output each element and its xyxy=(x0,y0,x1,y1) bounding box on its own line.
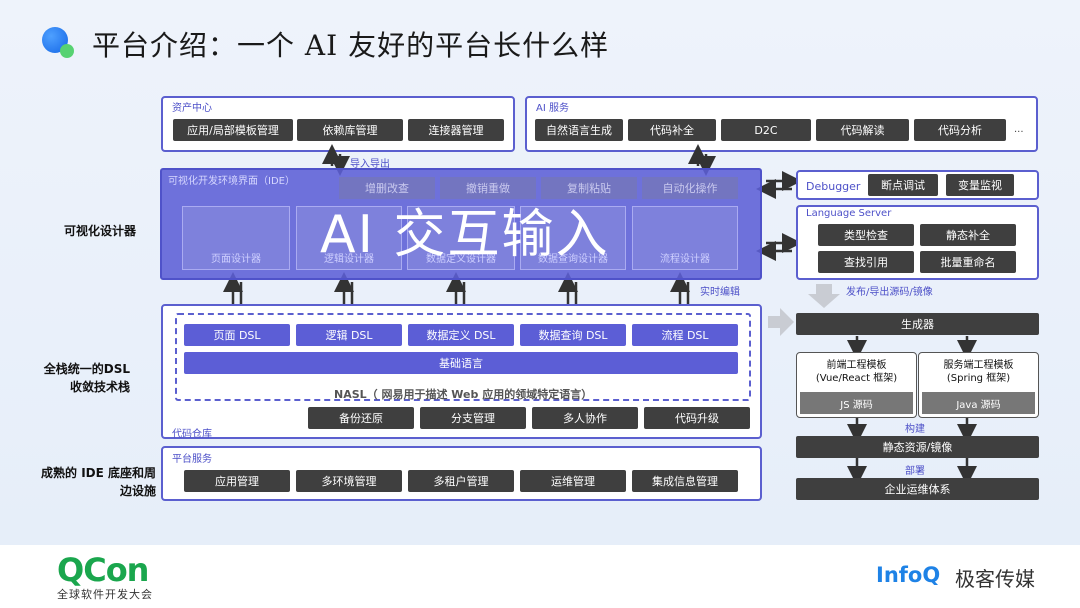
platform-service-label: 平台服务 xyxy=(172,450,212,465)
platform-integration-mgmt: 集成信息管理 xyxy=(632,470,738,492)
side-label-visual-designer: 可视化设计器 xyxy=(40,222,136,240)
side-label-dsl-1: 全栈统一的DSL xyxy=(30,360,130,378)
page-title: 平台介绍：一个 AI 友好的平台长什么样 xyxy=(92,24,609,64)
ls-type-check: 类型检查 xyxy=(818,224,914,246)
ai-item-more: ... xyxy=(1014,124,1024,135)
nasl-note: NASL（ 网易用于描述 Web 应用的领域特定语言） xyxy=(334,386,592,402)
deploy-label: 部署 xyxy=(905,462,925,477)
asset-item-connector: 连接器管理 xyxy=(408,119,504,141)
ai-item-d2c: D2C xyxy=(721,119,811,141)
asset-item-template: 应用/局部模板管理 xyxy=(173,119,293,141)
platform-ops-mgmt: 运维管理 xyxy=(520,470,626,492)
ai-item-completion: 代码补全 xyxy=(628,119,716,141)
infoq-logo: InfoQ xyxy=(876,563,940,587)
qcon-logo: QCon xyxy=(57,551,148,589)
ls-rename: 批量重命名 xyxy=(920,251,1016,273)
language-server-label: Language Server xyxy=(806,208,891,219)
ide-designer-flow: 流程设计器 xyxy=(632,206,738,270)
side-label-ide-infra-2: 边设施 xyxy=(20,482,156,500)
asset-item-dependency: 依赖库管理 xyxy=(297,119,403,141)
backend-template-sub: (Spring 框架) xyxy=(918,369,1039,384)
generator-box: 生成器 xyxy=(796,313,1039,335)
repo-branch: 分支管理 xyxy=(420,407,526,429)
dsl-base-language: 基础语言 xyxy=(184,352,738,374)
repo-upgrade: 代码升级 xyxy=(644,407,750,429)
ls-static-complete: 静态补全 xyxy=(920,224,1016,246)
debugger-watch: 变量监视 xyxy=(946,174,1014,196)
ide-designer-page: 页面设计器 xyxy=(182,206,290,270)
publish-export-label: 发布/导出源码/镜像 xyxy=(846,283,933,298)
code-repo-label: 代码仓库 xyxy=(172,425,212,440)
platform-app-mgmt: 应用管理 xyxy=(184,470,290,492)
title-dot-accent-icon xyxy=(60,44,74,58)
platform-env-mgmt: 多环境管理 xyxy=(296,470,402,492)
ide-tool-auto: 自动化操作 xyxy=(642,177,738,199)
backend-java-source: Java 源码 xyxy=(922,392,1035,414)
dsl-logic: 逻辑 DSL xyxy=(296,324,402,346)
geek-media-logo: 极客传媒 xyxy=(955,563,1035,592)
dsl-data-def: 数据定义 DSL xyxy=(408,324,514,346)
ai-item-analysis: 代码分析 xyxy=(914,119,1006,141)
repo-collab: 多人协作 xyxy=(532,407,638,429)
ai-item-nlg: 自然语言生成 xyxy=(535,119,623,141)
side-label-dsl-2: 收敛技术栈 xyxy=(30,378,130,396)
debugger-breakpoint: 断点调试 xyxy=(868,174,938,196)
ai-service-label: AI 服务 xyxy=(536,99,569,114)
frontend-template-sub: (Vue/React 框架) xyxy=(796,369,917,384)
enterprise-ops-box: 企业运维体系 xyxy=(796,478,1039,500)
ide-panel-label: 可视化开发环境界面（IDE） xyxy=(168,172,295,187)
realtime-edit-label: 实时编辑 xyxy=(700,283,740,298)
qcon-logo-subtitle: 全球软件开发大会 xyxy=(57,586,153,602)
build-label: 构建 xyxy=(905,420,925,435)
debugger-label: Debugger xyxy=(806,180,860,193)
dsl-flow: 流程 DSL xyxy=(632,324,738,346)
dsl-data-query: 数据查询 DSL xyxy=(520,324,626,346)
static-resource-box: 静态资源/镜像 xyxy=(796,436,1039,458)
repo-backup: 备份还原 xyxy=(308,407,414,429)
ai-item-explain: 代码解读 xyxy=(816,119,909,141)
asset-center-label: 资产中心 xyxy=(172,99,212,114)
dsl-page: 页面 DSL xyxy=(184,324,290,346)
ls-find-ref: 查找引用 xyxy=(818,251,914,273)
frontend-js-source: JS 源码 xyxy=(800,392,913,414)
platform-tenant-mgmt: 多租户管理 xyxy=(408,470,514,492)
ai-interaction-overlay-text: AI 交互输入 xyxy=(320,192,609,267)
side-label-ide-infra-1: 成熟的 IDE 底座和周 xyxy=(20,464,156,482)
